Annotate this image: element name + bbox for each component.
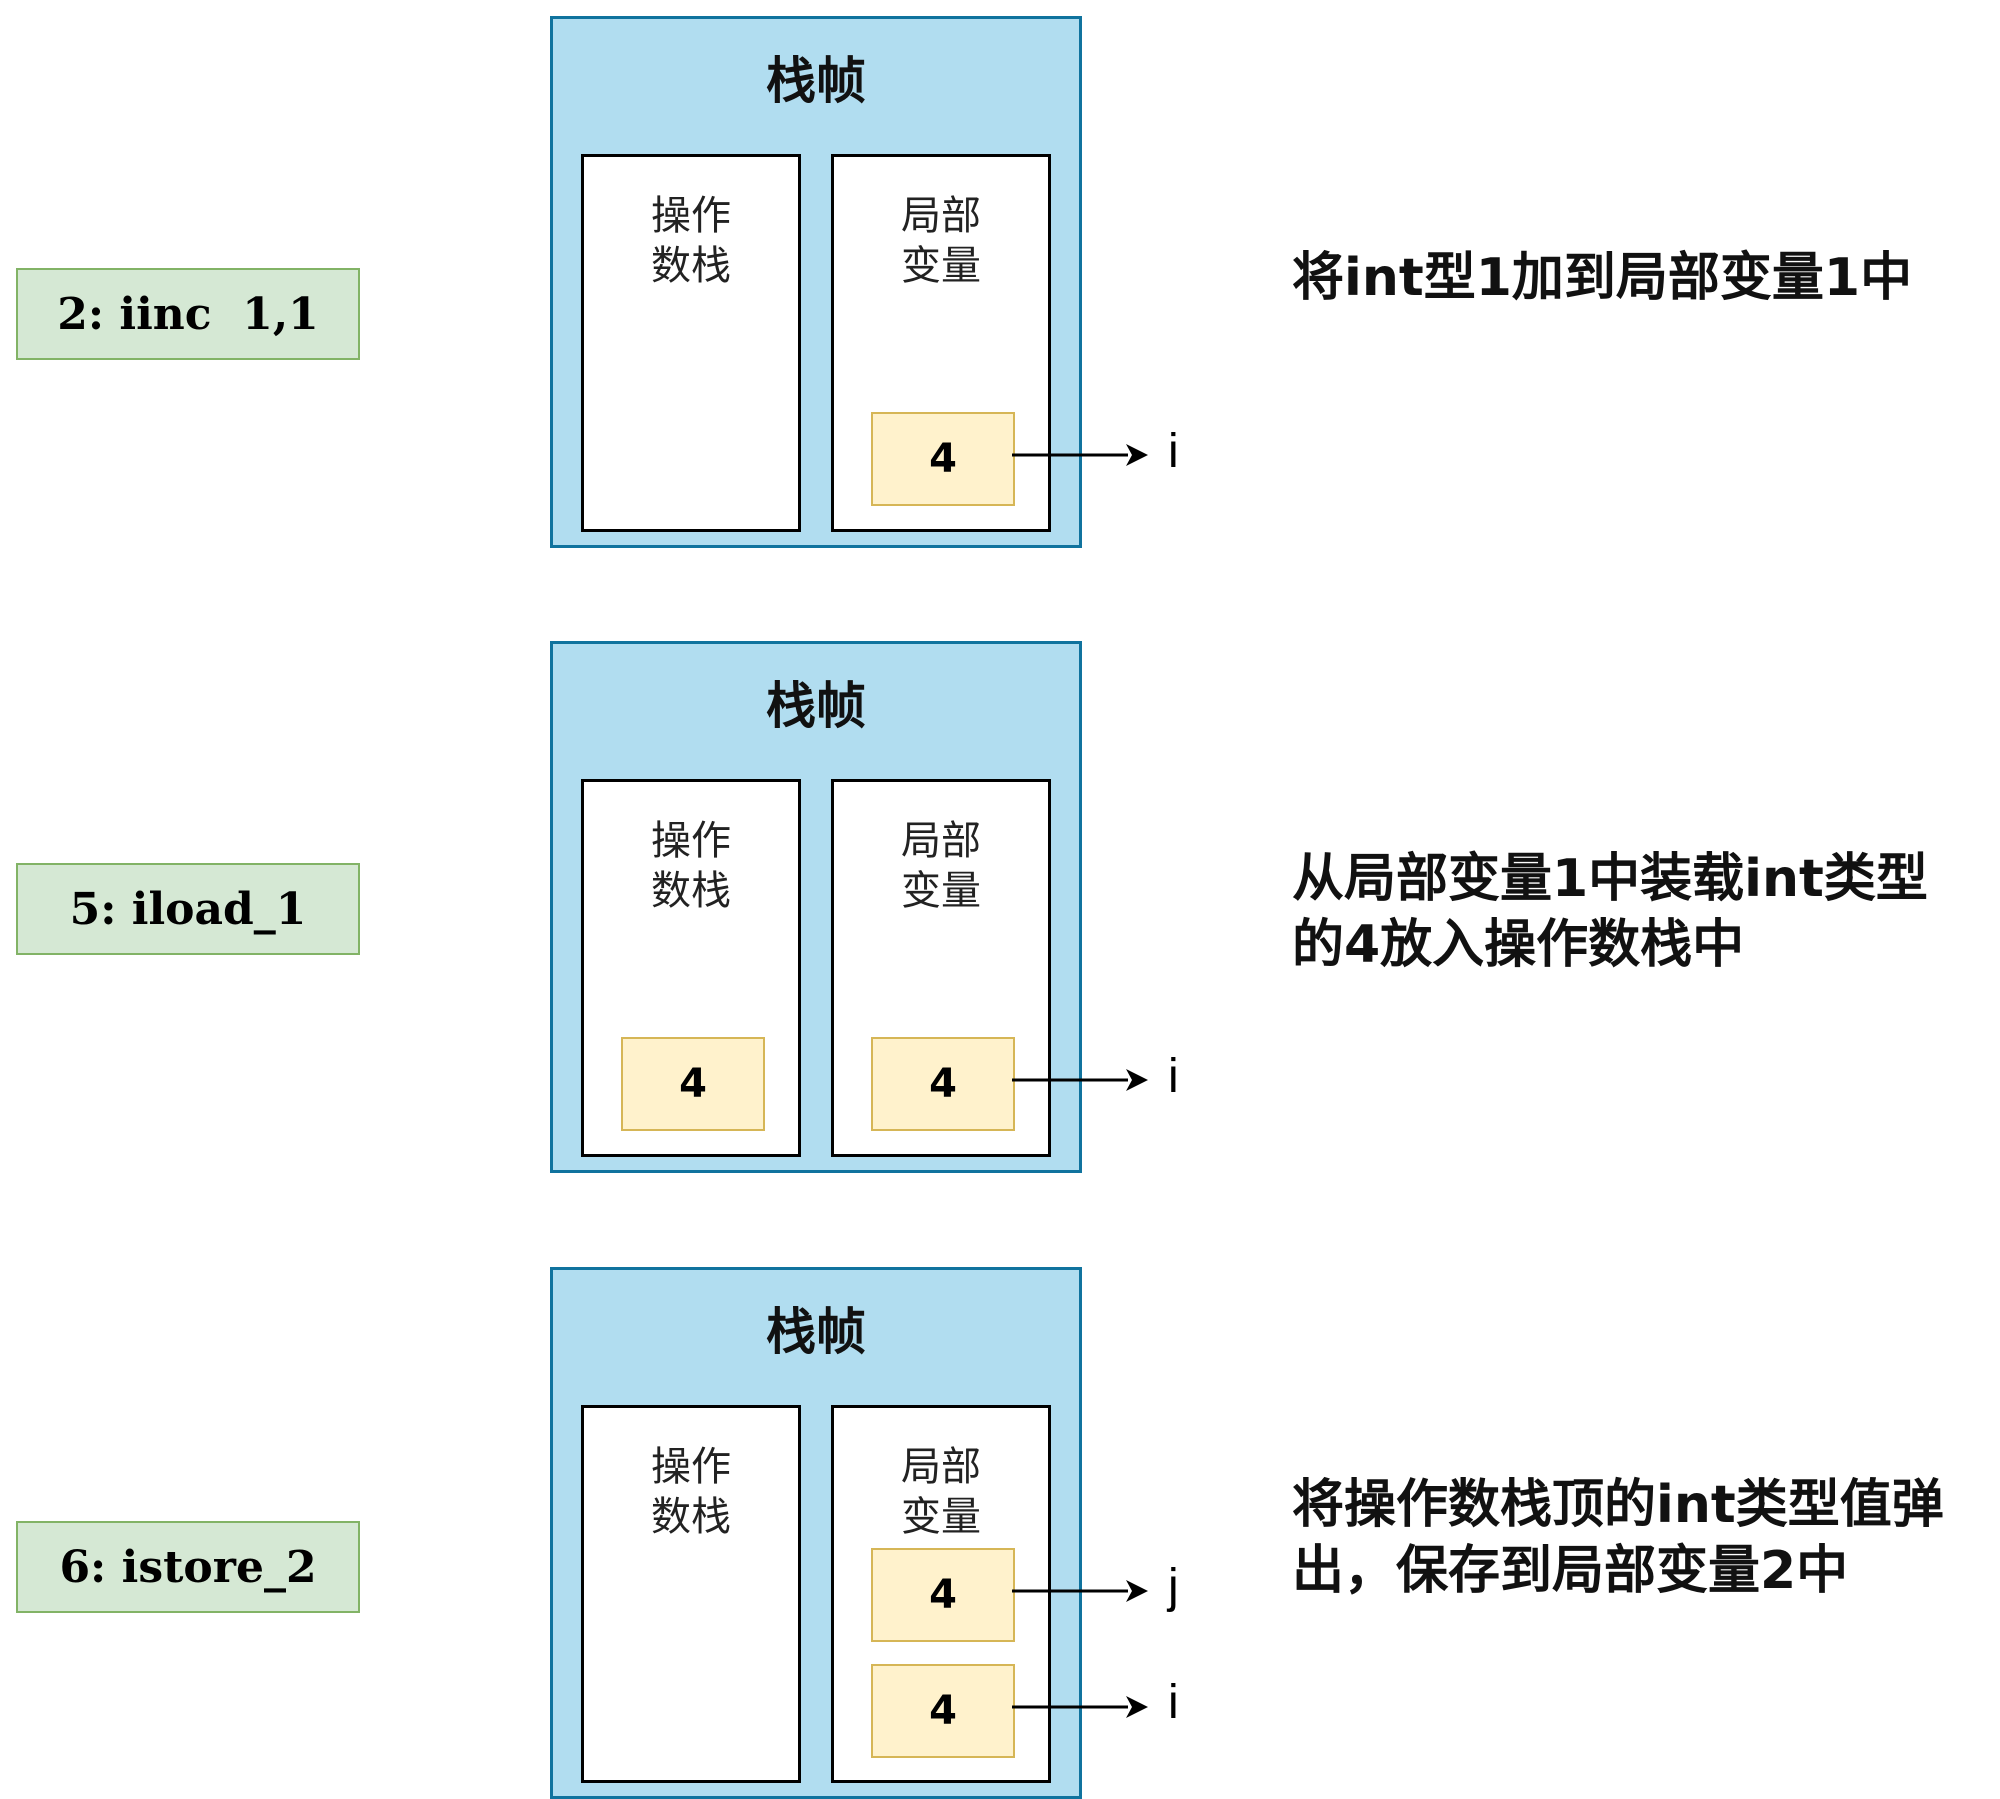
instruction-iinc: 2: iinc 1,1 bbox=[16, 268, 360, 360]
instruction-iload: 5: iload_1 bbox=[16, 863, 360, 955]
local-vars-panel: 局部变量 4 bbox=[831, 779, 1051, 1157]
operand-stack-panel: 操作数栈 bbox=[581, 154, 801, 532]
operand-stack-panel: 操作数栈 4 bbox=[581, 779, 801, 1157]
stack-frame-2: 栈帧 操作数栈 4 局部变量 4 bbox=[550, 641, 1082, 1173]
operand-stack-cell: 4 bbox=[621, 1037, 765, 1131]
local-vars-label: 局部变量 bbox=[901, 1444, 981, 1540]
arrow-icon bbox=[1012, 1696, 1148, 1718]
var-label-i: i bbox=[1168, 1676, 1179, 1729]
frame-title: 栈帧 bbox=[766, 677, 866, 735]
frame-title: 栈帧 bbox=[766, 1303, 866, 1361]
var-label-j: j bbox=[1168, 1560, 1179, 1613]
step-description: 从局部变量1中装载int类型 的4放入操作数栈中 bbox=[1292, 849, 1928, 975]
operand-stack-label: 操作数栈 bbox=[651, 818, 731, 914]
var-label-i: i bbox=[1168, 1050, 1179, 1103]
frame-title: 栈帧 bbox=[766, 52, 866, 110]
local-var-cell-i: 4 bbox=[871, 1037, 1015, 1131]
instruction-istore: 6: istore_2 bbox=[16, 1521, 360, 1613]
arrow-icon bbox=[1012, 444, 1148, 466]
local-var-cell-i: 4 bbox=[871, 412, 1015, 506]
stack-frame-3: 栈帧 操作数栈 局部变量 4 4 bbox=[550, 1267, 1082, 1799]
var-label-i: i bbox=[1168, 425, 1179, 478]
local-vars-panel: 局部变量 4 bbox=[831, 154, 1051, 532]
arrow-icon bbox=[1012, 1069, 1148, 1091]
local-vars-panel: 局部变量 4 4 bbox=[831, 1405, 1051, 1783]
operand-stack-panel: 操作数栈 bbox=[581, 1405, 801, 1783]
arrow-icon bbox=[1012, 1580, 1148, 1602]
step-description: 将int型1加到局部变量1中 bbox=[1292, 248, 1913, 308]
step-description: 将操作数栈顶的int类型值弹 出，保存到局部变量2中 bbox=[1292, 1475, 1944, 1601]
local-var-cell-i: 4 bbox=[871, 1664, 1015, 1758]
stack-frame-1: 栈帧 操作数栈 局部变量 4 bbox=[550, 16, 1082, 548]
operand-stack-label: 操作数栈 bbox=[651, 193, 731, 289]
local-vars-label: 局部变量 bbox=[901, 193, 981, 289]
local-vars-label: 局部变量 bbox=[901, 818, 981, 914]
operand-stack-label: 操作数栈 bbox=[651, 1444, 731, 1540]
local-var-cell-j: 4 bbox=[871, 1548, 1015, 1642]
